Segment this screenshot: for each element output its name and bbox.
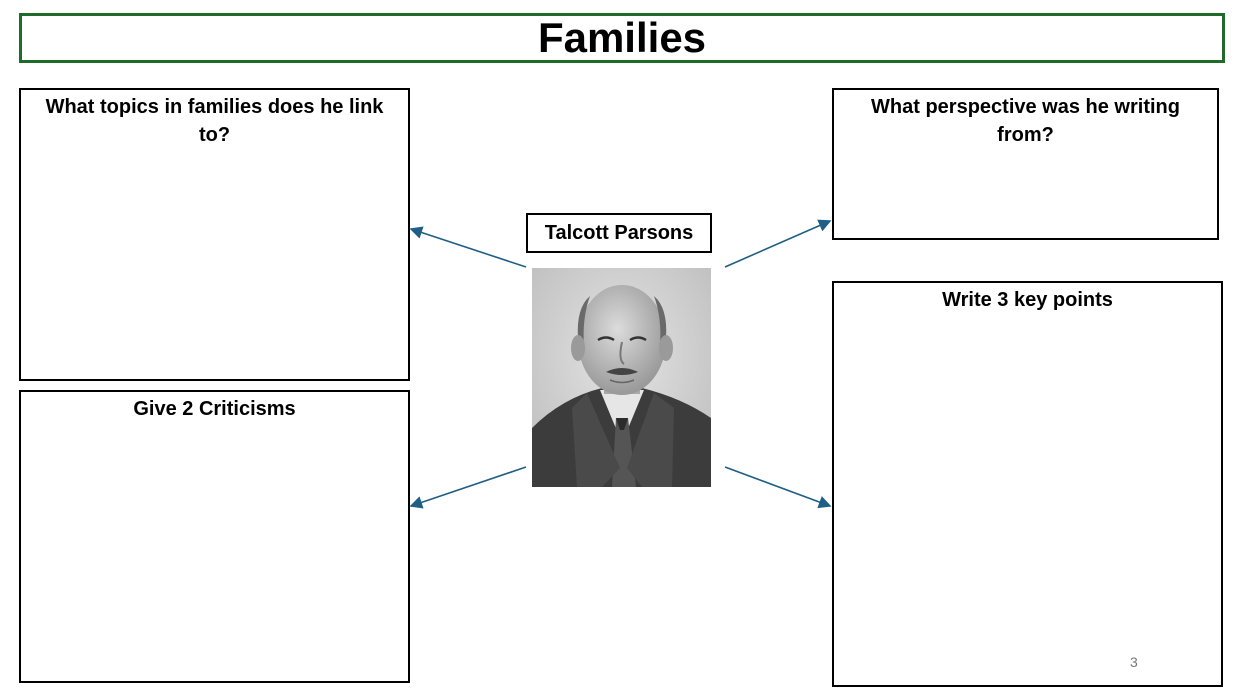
name-label-box: Talcott Parsons bbox=[526, 213, 712, 253]
portrait-image bbox=[532, 268, 711, 487]
criticisms-prompt: Give 2 Criticisms bbox=[133, 398, 296, 420]
perspective-prompt: What perspective was he writing from? bbox=[871, 96, 1180, 146]
criticisms-box[interactable]: Give 2 Criticisms bbox=[19, 390, 410, 683]
arrow-to-perspective bbox=[724, 219, 832, 268]
arrow-to-topics bbox=[409, 226, 527, 268]
person-name: Talcott Parsons bbox=[544, 221, 694, 244]
key-points-prompt: Write 3 key points bbox=[942, 289, 1113, 311]
topics-box[interactable]: What topics in families does he link to? bbox=[19, 88, 410, 381]
arrow-to-key-points bbox=[724, 466, 832, 509]
arrow-to-criticisms bbox=[409, 466, 527, 509]
page-number: 3 bbox=[1130, 654, 1138, 670]
portrait-photo bbox=[532, 268, 711, 487]
title-banner: Families bbox=[19, 13, 1225, 63]
topics-prompt: What topics in families does he link to? bbox=[45, 96, 384, 146]
perspective-box[interactable]: What perspective was he writing from? bbox=[832, 88, 1219, 240]
key-points-box[interactable]: Write 3 key points bbox=[832, 281, 1223, 687]
page-title: Families bbox=[537, 14, 707, 61]
